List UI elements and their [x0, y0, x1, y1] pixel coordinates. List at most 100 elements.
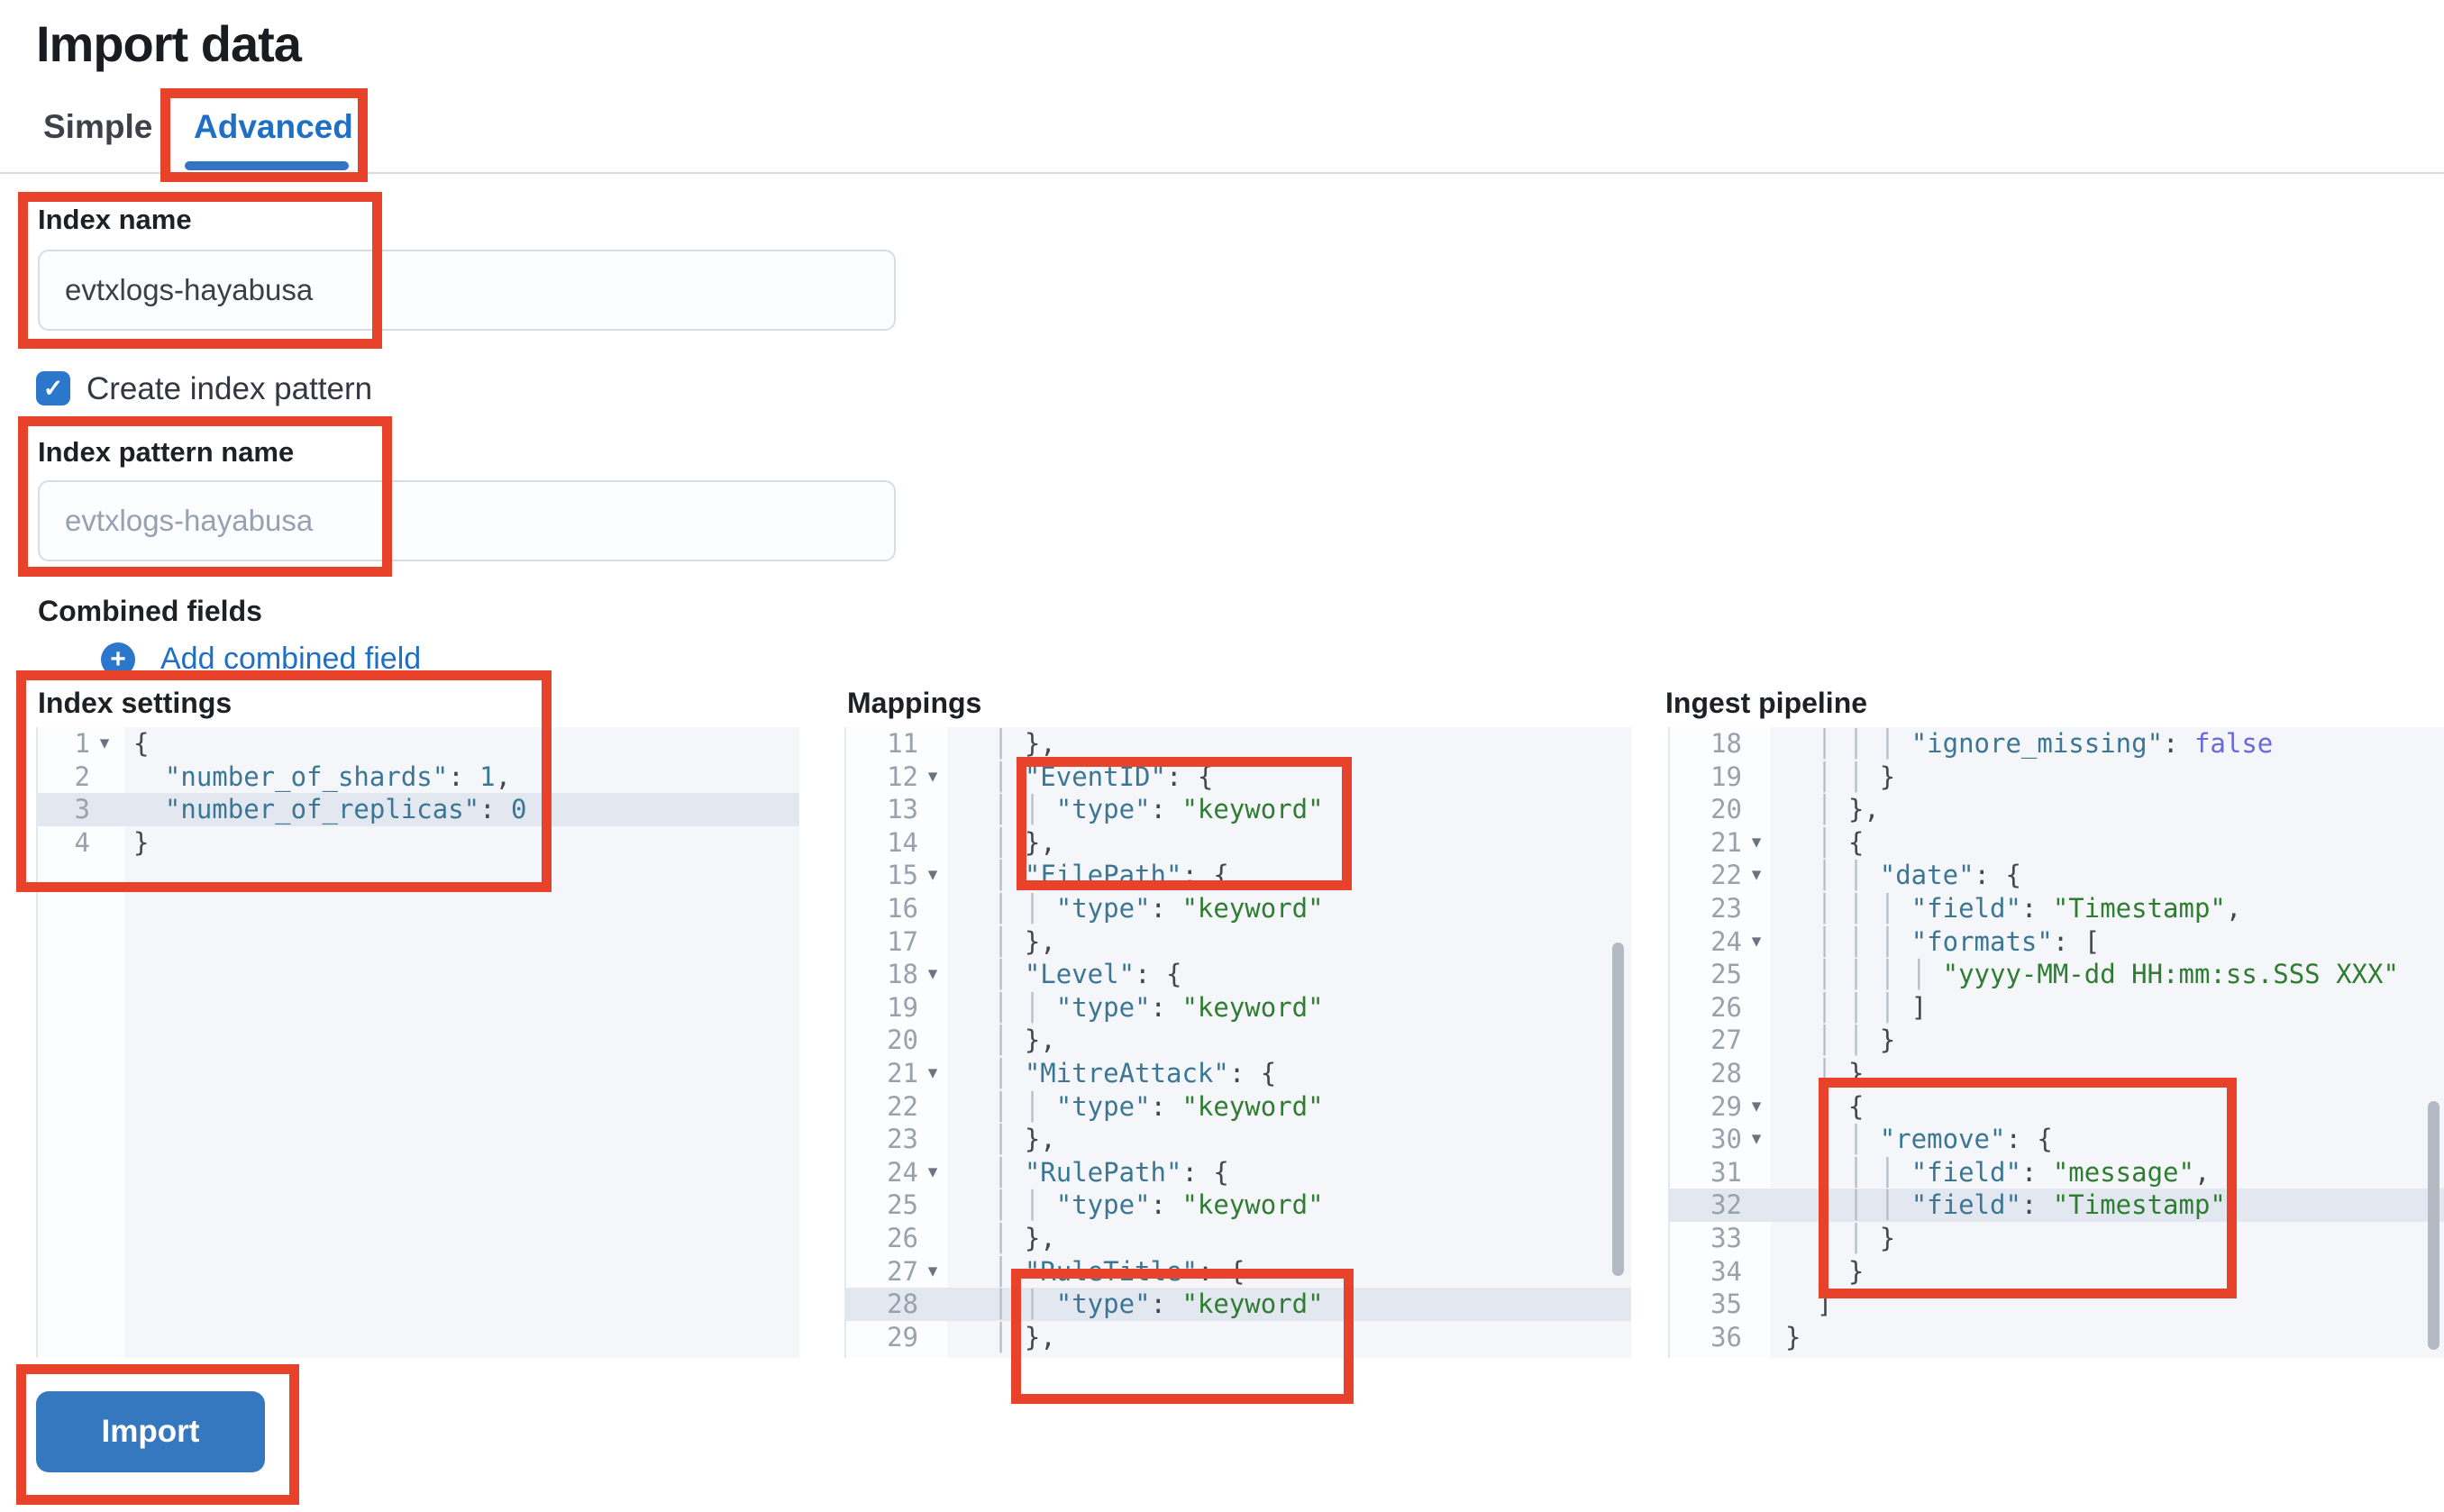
plus-circle-icon: +	[101, 642, 135, 677]
fold-toggle-icon[interactable]: ▾	[927, 765, 938, 787]
code-text: │ {	[1785, 1090, 1865, 1122]
fold-toggle-icon[interactable]: ▾	[1751, 1128, 1762, 1150]
index-pattern-name-input[interactable]	[38, 480, 896, 561]
fold-spacer	[1742, 1024, 1771, 1057]
code-line[interactable]: 33 │ │ }	[1670, 1222, 2444, 1255]
code-line[interactable]: 24 ▾ │ "RulePath": {	[846, 1156, 1631, 1189]
create-index-pattern-checkbox[interactable]: ✓	[36, 371, 70, 405]
index-name-input[interactable]	[38, 250, 896, 331]
line-number: 21	[887, 1057, 918, 1088]
mappings-editor[interactable]: 11 │ },12▾ │ "EventID": {13 │ │ "type": …	[844, 727, 1631, 1358]
fold-spacer	[918, 1090, 947, 1124]
code-line[interactable]: 19 │ │ }	[1670, 761, 2444, 794]
code-text: │ "RuleTitle": {	[962, 1255, 1245, 1287]
code-line[interactable]: 27 │ │ }	[1670, 1024, 2444, 1057]
code-line[interactable]: 19 │ │ "type": "keyword"	[846, 991, 1631, 1025]
code-line[interactable]: 34 │ }	[1670, 1255, 2444, 1289]
code-text: │ │ │ "field": "Timestamp",	[1785, 892, 2242, 924]
code-line[interactable]: 21▾ │ {	[1670, 826, 2444, 860]
fold-toggle-icon[interactable]: ▾	[927, 1161, 938, 1182]
code-line[interactable]: 23 │ },	[846, 1123, 1631, 1156]
fold-spacer	[918, 727, 947, 761]
fold-toggle-icon[interactable]: ▾	[1751, 864, 1762, 886]
line-number: 24	[887, 1156, 918, 1188]
code-text: │ },	[962, 1025, 1056, 1056]
line-number: 27	[1710, 1025, 1742, 1056]
code-line[interactable]: 11 │ },	[846, 727, 1631, 761]
code-line[interactable]: 18▾ │ "Level": {	[846, 958, 1631, 991]
code-text: │ "RulePath": {	[962, 1156, 1229, 1188]
fold-toggle-icon[interactable]: ▾	[927, 1061, 938, 1083]
code-line[interactable]: 25 │ │ "type": "keyword"	[846, 1189, 1631, 1222]
code-line[interactable]: 15▾ │ "FilePath": {	[846, 859, 1631, 892]
code-line[interactable]: 30▾ │ │ "remove": {	[1670, 1123, 2444, 1156]
code-line[interactable]: 32 │ │ │ "field": "Timestamp"	[1670, 1189, 2444, 1222]
fold-toggle-icon[interactable]: ▾	[927, 864, 938, 886]
line-number: 28	[1710, 1057, 1742, 1088]
fold-toggle-icon[interactable]: ▾	[1751, 1095, 1762, 1116]
code-line[interactable]: 25 │ │ │ │ "yyyy-MM-dd HH:mm:ss.SSS XXX"	[1670, 958, 2444, 991]
code-line[interactable]: 35 ]	[1670, 1288, 2444, 1321]
fold-toggle-icon[interactable]: ▾	[1751, 831, 1762, 852]
code-line[interactable]: 1 ▾ {	[38, 727, 799, 761]
code-line[interactable]: 21▾ │ "MitreAttack": {	[846, 1057, 1631, 1090]
code-line[interactable]: 18 │ │ │ "ignore_missing": false	[1670, 727, 2444, 761]
line-number: 3	[74, 794, 90, 825]
active-tab-underline	[185, 161, 349, 170]
code-line[interactable]: 24▾ │ │ │ "formats": [	[1670, 925, 2444, 959]
fold-toggle-icon[interactable]: ▾	[99, 733, 110, 753]
index-settings-editor[interactable]: 1 ▾ {2 "number_of_shards": 1,3 "number_of_…	[36, 727, 799, 1358]
line-number: 31	[1710, 1156, 1742, 1188]
line-number: 33	[1710, 1222, 1742, 1253]
line-number: 13	[887, 794, 918, 825]
tab-simple[interactable]: Simple	[43, 108, 153, 145]
code-line[interactable]: 28 │ │ "type": "keyword"	[846, 1288, 1631, 1321]
code-line[interactable]: 2 "number_of_shards": 1,	[38, 761, 799, 794]
add-combined-field-link[interactable]: + Add combined field	[101, 642, 421, 677]
code-line[interactable]: 20 │ },	[1670, 793, 2444, 826]
code-line[interactable]: 17 │ },	[846, 925, 1631, 959]
code-line[interactable]: 27▾ │ "RuleTitle": {	[846, 1255, 1631, 1289]
fold-spacer	[918, 1189, 947, 1222]
fold-spacer	[90, 761, 119, 794]
line-number: 2	[74, 761, 90, 792]
code-line[interactable]: 3 "number_of_replicas": 0	[38, 793, 799, 826]
line-number: 26	[887, 1222, 918, 1253]
code-line[interactable]: 16 │ │ "type": "keyword"	[846, 892, 1631, 925]
line-number: 21	[1710, 826, 1742, 858]
code-line[interactable]: 26 │ },	[846, 1222, 1631, 1255]
line-number: 32	[1710, 1189, 1742, 1221]
import-button[interactable]: Import	[36, 1391, 265, 1472]
line-number: 1	[74, 728, 90, 759]
fold-spacer	[1742, 1288, 1771, 1321]
code-line[interactable]: 22 │ │ "type": "keyword"	[846, 1090, 1631, 1124]
code-text: {	[133, 728, 150, 759]
fold-spacer	[1742, 727, 1771, 761]
code-line[interactable]: 31 │ │ │ "field": "message",	[1670, 1156, 2444, 1189]
code-line[interactable]: 22▾ │ │ "date": {	[1670, 859, 2444, 892]
line-number: 12	[887, 761, 918, 792]
code-line[interactable]: 14 │ },	[846, 826, 1631, 860]
code-text: │ │ "type": "keyword"	[962, 892, 1324, 924]
code-line[interactable]: 29▾ │ {	[1670, 1090, 2444, 1124]
fold-toggle-icon[interactable]: ▾	[927, 963, 938, 985]
fold-toggle-icon[interactable]: ▾	[1751, 930, 1762, 952]
tab-advanced[interactable]: Advanced	[194, 108, 353, 145]
code-text: │ },	[1785, 1057, 1880, 1088]
code-line[interactable]: 28 │ },	[1670, 1057, 2444, 1090]
code-line[interactable]: 4}	[38, 826, 799, 860]
code-line[interactable]: 26 │ │ │ ]	[1670, 991, 2444, 1025]
code-line[interactable]: 29 │ },	[846, 1321, 1631, 1354]
fold-spacer	[918, 1024, 947, 1057]
code-line[interactable]: 13 │ │ "type": "keyword"	[846, 793, 1631, 826]
ingest-pipeline-scrollbar[interactable]	[2428, 1101, 2439, 1350]
fold-toggle-icon[interactable]: ▾	[927, 1260, 938, 1281]
mappings-scrollbar[interactable]	[1612, 943, 1624, 1276]
code-line[interactable]: 12▾ │ "EventID": {	[846, 761, 1631, 794]
code-line[interactable]: 36}	[1670, 1321, 2444, 1354]
code-line[interactable]: 20 │ },	[846, 1024, 1631, 1057]
code-line[interactable]: 23 │ │ │ "field": "Timestamp",	[1670, 892, 2444, 925]
line-number: 36	[1710, 1321, 1742, 1353]
